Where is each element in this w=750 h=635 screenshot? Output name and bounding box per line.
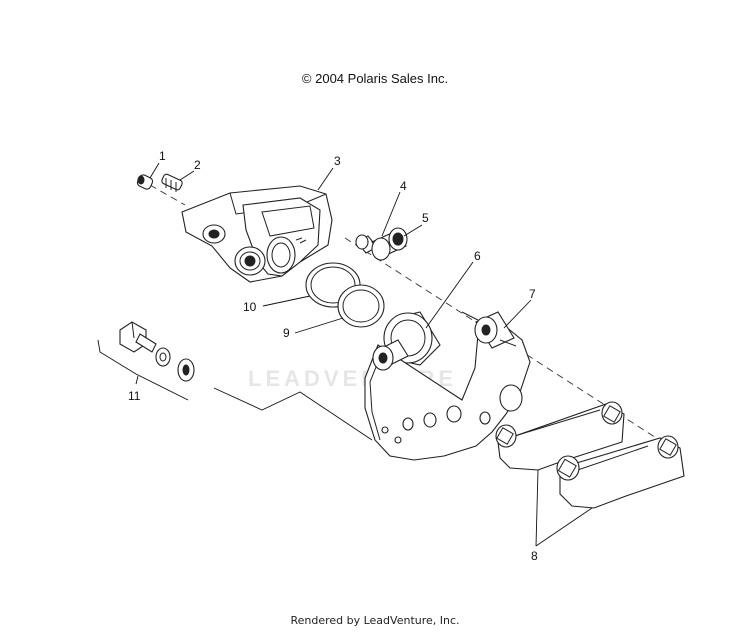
part-7-mounting-bracket[interactable] [364,311,531,461]
callout-8: 8 [531,549,538,563]
callout-11: 11 [128,389,141,403]
leader-lines [97,162,593,547]
callout-9: 9 [283,326,290,340]
callout-2: 2 [194,158,201,172]
callout-3: 3 [334,154,341,168]
part-9-seal-ring[interactable] [337,284,385,328]
part-2-bleeder-screw[interactable] [161,173,183,192]
part-11-bolt-and-washers[interactable] [119,321,195,382]
copyright-notice: © 2004 Polaris Sales Inc. [301,71,449,86]
callout-1: 1 [159,149,166,163]
rendered-by-footer: Rendered by LeadVenture, Inc. [290,614,460,627]
part-5-bushing[interactable] [371,227,408,261]
callout-10: 10 [243,300,257,314]
alignment-axis-bolt [149,184,186,206]
callout-6: 6 [474,249,481,263]
part-3-caliper-body[interactable] [181,185,333,283]
callout-4: 4 [400,179,407,193]
callout-7: 7 [529,287,536,301]
part-1-bleed-cap[interactable] [136,174,154,191]
callout-5: 5 [422,211,429,225]
part-8-brake-pads[interactable] [495,401,685,509]
